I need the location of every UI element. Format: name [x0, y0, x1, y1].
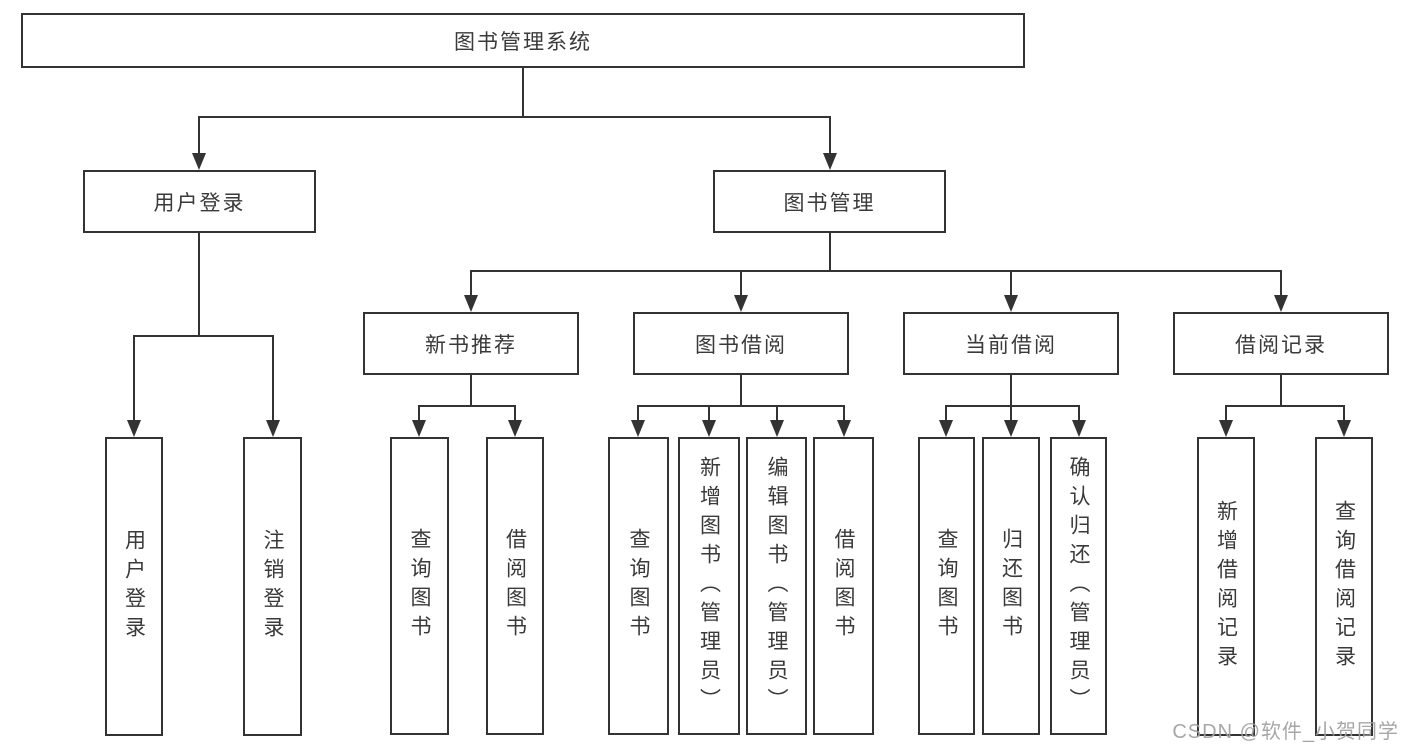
leaf-confirm-return-admin: 确认归还（管理员） [1050, 437, 1107, 735]
node-label: 当前借阅 [965, 333, 1057, 357]
connector-line [198, 116, 200, 155]
connector-line [514, 405, 516, 422]
arrowhead-down-icon [1072, 420, 1086, 437]
connector-line [470, 375, 472, 407]
connector-line [637, 405, 639, 422]
connector-line [1225, 405, 1345, 407]
node-label: 图书借阅 [695, 333, 787, 357]
connector-line [1010, 270, 1012, 297]
arrowhead-down-icon [127, 420, 141, 437]
csdn-watermark: CSDN @软件_小贺同学 [1172, 721, 1399, 743]
node-label: 注销登录 [261, 528, 284, 645]
arrowhead-down-icon [1219, 420, 1233, 437]
connector-line [418, 405, 516, 407]
node-label: 新书推荐 [425, 333, 517, 357]
leaf-return-books: 归还图书 [982, 437, 1040, 735]
arrowhead-down-icon [631, 420, 645, 437]
connector-line [1010, 375, 1012, 407]
arrowhead-down-icon [1337, 420, 1351, 437]
node-label: 图书管理系统 [454, 30, 592, 54]
arrowhead-down-icon [1004, 420, 1018, 437]
connector-line [776, 405, 778, 422]
node-label: 用户登录 [153, 191, 246, 215]
connector-line [198, 233, 200, 337]
arrowhead-down-icon [770, 420, 784, 437]
connector-line [418, 405, 420, 422]
node-label: 确认归还（管理员） [1067, 455, 1090, 717]
node-label: 借阅图书 [503, 528, 527, 644]
connector-line [740, 375, 742, 407]
node-label: 借阅图书 [832, 528, 855, 644]
node-user-login: 用户登录 [83, 170, 316, 233]
node-label: 查询图书 [627, 528, 650, 644]
connector-line [272, 335, 274, 422]
connector-line [133, 335, 274, 337]
connector-line [829, 116, 831, 155]
leaf-logout: 注销登录 [243, 437, 302, 736]
leaf-query-books-recommend: 查询图书 [390, 437, 449, 735]
leaf-user-login: 用户登录 [105, 437, 163, 736]
connector-line [1225, 405, 1227, 422]
node-book-management: 图书管理 [713, 170, 946, 233]
arrowhead-down-icon [823, 153, 837, 170]
node-label: 查询图书 [408, 528, 431, 644]
leaf-borrow-books: 借阅图书 [813, 437, 874, 735]
node-label: 编辑图书（管理员） [765, 455, 788, 717]
node-label: 用户登录 [122, 528, 146, 645]
arrowhead-down-icon [1004, 295, 1018, 312]
connector-line [843, 405, 845, 422]
connector-line [522, 68, 524, 117]
connector-line [1010, 405, 1012, 422]
leaf-add-books-admin: 新增图书（管理员） [678, 437, 740, 735]
connector-line [1280, 270, 1282, 297]
connector-line [945, 405, 947, 422]
arrowhead-down-icon [702, 420, 716, 437]
arrowhead-down-icon [464, 295, 478, 312]
leaf-borrow-books-recommend: 借阅图书 [486, 437, 544, 735]
connector-line [470, 270, 472, 297]
node-system-root: 图书管理系统 [21, 13, 1025, 68]
connector-line [133, 335, 135, 422]
connector-line [740, 270, 742, 297]
arrowhead-down-icon [266, 420, 280, 437]
connector-line [829, 233, 831, 272]
node-label: 归还图书 [999, 528, 1023, 644]
node-label: 查询图书 [935, 528, 958, 644]
node-label: 借阅记录 [1235, 333, 1327, 357]
arrowhead-down-icon [939, 420, 953, 437]
connector-line [637, 405, 845, 407]
connector-line [470, 270, 1282, 272]
node-label: 图书管理 [783, 191, 876, 215]
node-label: 新增借阅记录 [1214, 499, 1238, 674]
node-new-book-recommend: 新书推荐 [363, 312, 579, 375]
node-label: 新增图书（管理员） [697, 455, 721, 717]
arrowhead-down-icon [508, 420, 522, 437]
arrowhead-down-icon [837, 420, 851, 437]
connector-line [198, 116, 831, 118]
connector-line [1280, 375, 1282, 407]
connector-line [1078, 405, 1080, 422]
node-borrowing-records: 借阅记录 [1173, 312, 1389, 375]
leaf-query-borrow-record: 查询借阅记录 [1315, 437, 1373, 736]
leaf-edit-books-admin: 编辑图书（管理员） [746, 437, 807, 735]
connector-line [945, 405, 1080, 407]
node-book-borrowing: 图书借阅 [633, 312, 849, 375]
arrowhead-down-icon [412, 420, 426, 437]
arrowhead-down-icon [734, 295, 748, 312]
leaf-query-books-borrowing: 查询图书 [608, 437, 669, 735]
leaf-add-borrow-record: 新增借阅记录 [1197, 437, 1255, 736]
leaf-query-books-current: 查询图书 [918, 437, 975, 735]
node-current-borrowing: 当前借阅 [903, 312, 1119, 375]
arrowhead-down-icon [1274, 295, 1288, 312]
arrowhead-down-icon [192, 153, 206, 170]
node-label: 查询借阅记录 [1332, 499, 1356, 674]
connector-line [1343, 405, 1345, 422]
connector-line [708, 405, 710, 422]
